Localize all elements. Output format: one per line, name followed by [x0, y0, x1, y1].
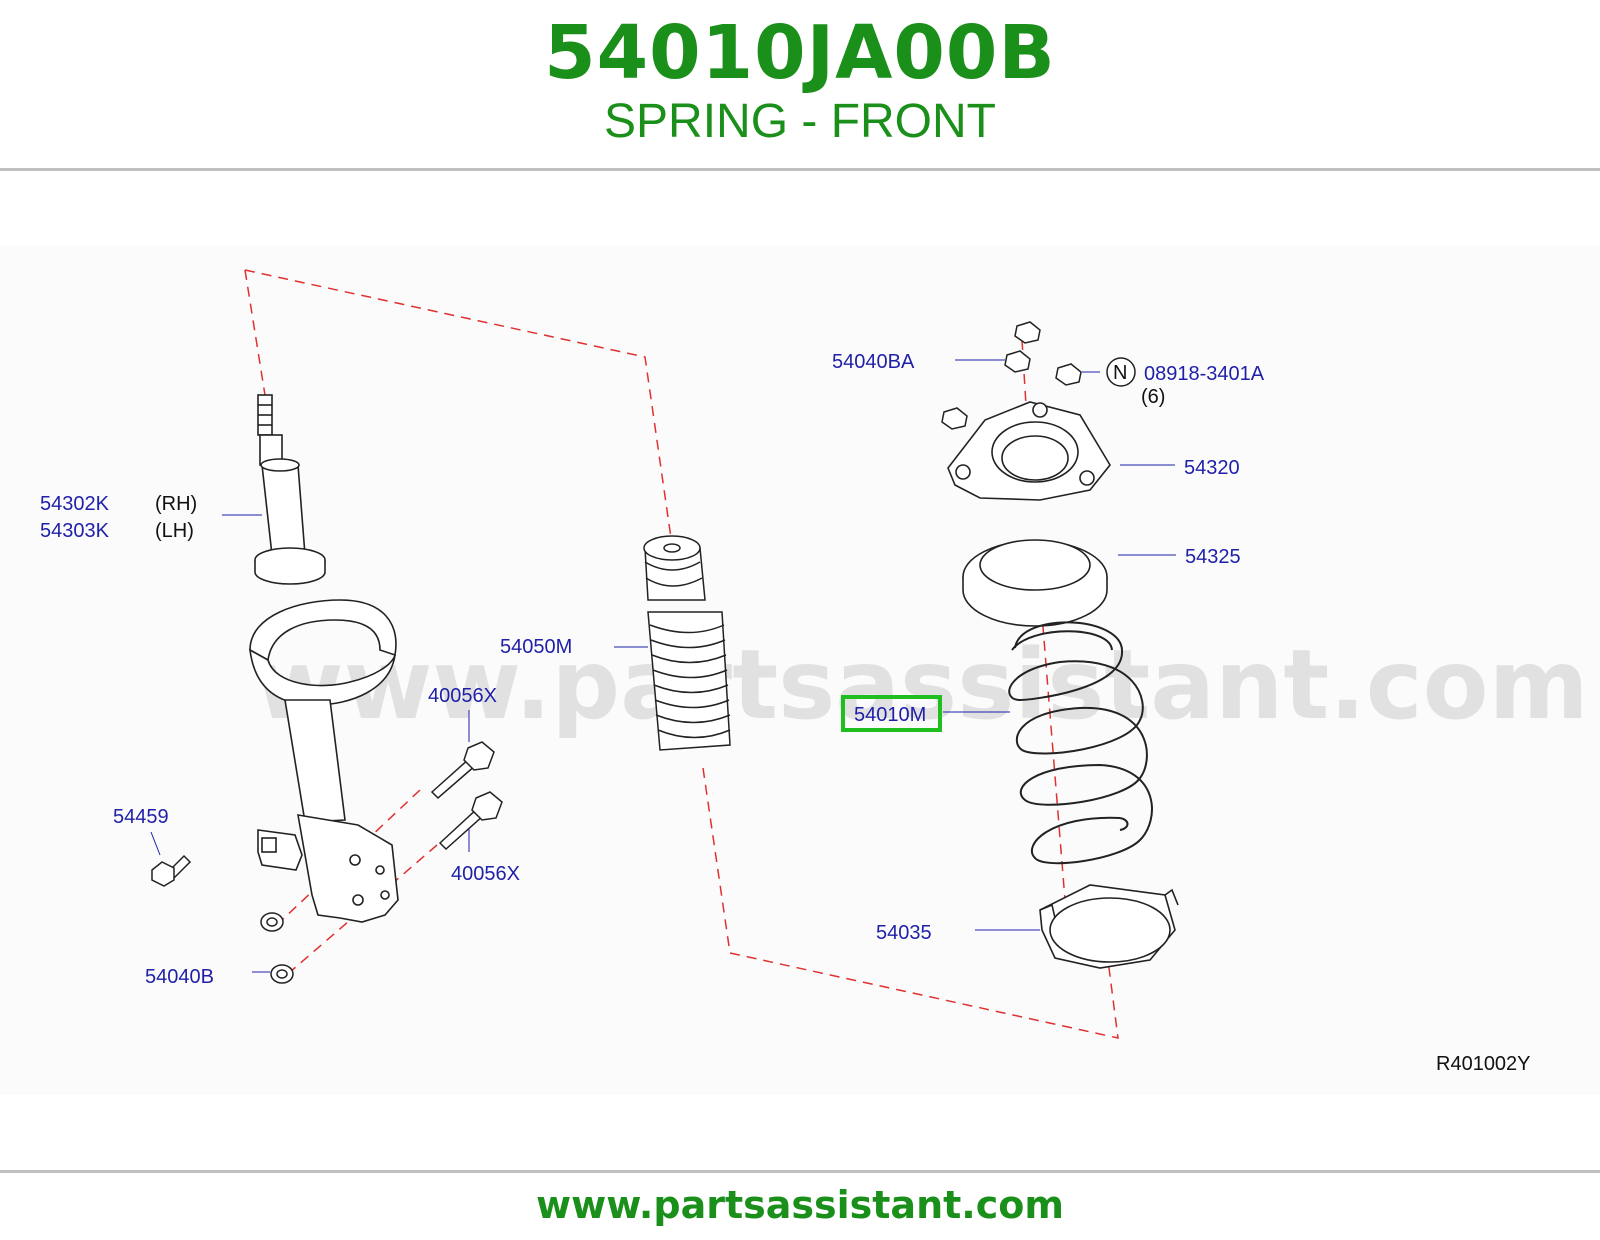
callout-seat[interactable]: 54035	[876, 922, 932, 944]
header-divider	[0, 168, 1600, 171]
callout-bumper[interactable]: 54050M	[500, 636, 572, 658]
callout-strut-lh[interactable]: 54303K	[40, 520, 110, 542]
footer-site-link[interactable]: www.partsassistant.com	[536, 1183, 1064, 1227]
part-name-subtitle: SPRING - FRONT	[604, 95, 996, 148]
callout-strut-lh-side: (LH)	[155, 520, 194, 542]
guide-line-axis-lower	[1039, 589, 1066, 901]
mount-nut-2	[1004, 350, 1031, 373]
guide-line-top	[244, 269, 673, 546]
callout-fastener-qty: (6)	[1141, 386, 1165, 408]
callout-bearing[interactable]: 54325	[1185, 546, 1241, 568]
strut-lower-body	[284, 699, 346, 823]
bolt-upper-head	[463, 741, 495, 771]
callout-spring[interactable]: 54010M	[854, 704, 926, 726]
mount-bearing-54325	[962, 539, 1108, 627]
exploded-parts-diagram: www.partsassistant.com	[0, 170, 1600, 1145]
boot-bellows-ridges	[649, 624, 731, 739]
callout-mount[interactable]: 54320	[1184, 457, 1240, 479]
callout-fastener[interactable]: 08918-3401A	[1144, 363, 1265, 385]
bump-stop-boot	[643, 535, 731, 751]
mount-nut-3	[1055, 363, 1082, 386]
mount-nut-1	[1014, 321, 1041, 344]
n-flag-circle	[1106, 357, 1136, 387]
lower-spring-seat-54035	[1039, 884, 1179, 969]
guide-line-bolt-lower	[289, 844, 438, 973]
coil-spring-54010m	[1008, 621, 1153, 865]
callout-leader-lines	[150, 359, 1176, 973]
strut-mount-54320	[947, 401, 1111, 501]
watermark-text: www.partsassistant.com	[255, 629, 1589, 741]
strut-spring-seat	[249, 599, 397, 662]
callout-bolt-lower[interactable]: 40056X	[451, 863, 520, 885]
callout-strut-rh[interactable]: 54302K	[40, 493, 110, 515]
guide-line-bottom	[702, 767, 1119, 1039]
callout-strut-rh-side: (RH)	[155, 493, 197, 515]
guide-line-strut-top	[244, 269, 266, 396]
part-number-title: 54010JA00B	[544, 10, 1056, 96]
n-flag-letter: N	[1113, 362, 1127, 384]
nut-54040b-group	[260, 912, 294, 984]
callout-lower-nut[interactable]: 54040B	[145, 966, 214, 988]
footer-divider	[0, 1170, 1600, 1173]
highlight-box-54010m	[841, 695, 942, 732]
strut-assembly	[249, 394, 399, 923]
drawing-code: R401002Y	[1436, 1053, 1531, 1075]
diagram-svg: www.partsassistant.com	[0, 245, 1600, 1095]
callout-bracket-bolt[interactable]: 54459	[113, 806, 169, 828]
callout-mount-nut[interactable]: 54040BA	[832, 351, 915, 373]
mount-nuts	[941, 321, 1082, 430]
page-header: 54010JA00B SPRING - FRONT	[0, 0, 1600, 168]
bolt-40056x-group	[430, 741, 503, 851]
callout-bolt-upper[interactable]: 40056X	[428, 685, 497, 707]
bolt-lower-head	[471, 791, 503, 821]
mount-nut-4	[941, 407, 968, 430]
strut-knuckle-bracket	[297, 814, 399, 923]
bolt-54459	[151, 854, 192, 887]
